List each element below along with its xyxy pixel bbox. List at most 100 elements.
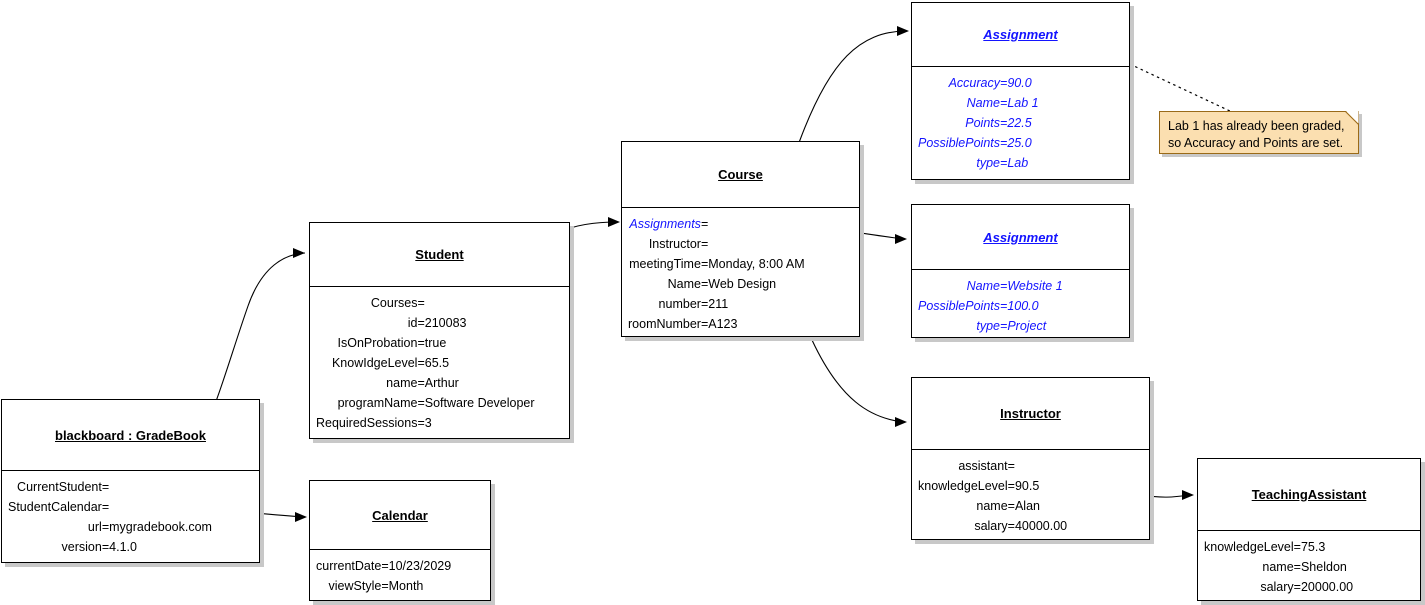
attribute-name: knowledgeLevel bbox=[1204, 540, 1294, 554]
attribute-value: 211 bbox=[708, 297, 729, 311]
attribute-name: Name bbox=[966, 96, 1000, 110]
attribute-equals: = bbox=[1293, 540, 1301, 554]
attribute-row: Points = 22.5 bbox=[918, 113, 1119, 133]
attribute-row: url = mygradebook.com bbox=[8, 517, 249, 537]
attribute-value bbox=[109, 477, 249, 497]
attribute-name: name bbox=[976, 499, 1008, 513]
attribute-equals: = bbox=[1000, 96, 1008, 110]
attribute-equals: = bbox=[417, 296, 425, 310]
attribute-equals: = bbox=[101, 500, 110, 514]
attribute-equals: = bbox=[1293, 580, 1301, 594]
attribute-name: meetingTime bbox=[629, 257, 701, 271]
attribute-row: Instructor = bbox=[628, 234, 849, 254]
attribute-row: version = 4.1.0 bbox=[8, 537, 249, 557]
attribute-table: assistant = knowledgeLevel = 90.5 name =… bbox=[918, 456, 1139, 536]
attribute-value: Project bbox=[1007, 319, 1047, 333]
attribute-equals: = bbox=[1000, 279, 1008, 293]
arrowhead-assignment-website bbox=[895, 234, 907, 244]
attribute-value: 100.0 bbox=[1007, 299, 1039, 313]
attribute-name: version bbox=[61, 540, 102, 554]
attribute-row: viewStyle = Month bbox=[316, 576, 480, 596]
attribute-row: Accuracy = 90.0 bbox=[918, 73, 1119, 93]
attribute-value: A123 bbox=[708, 317, 738, 331]
attribute-row: programName = Software Developer bbox=[316, 393, 559, 413]
attribute-equals: = bbox=[700, 277, 709, 291]
attribute-value: Arthur bbox=[424, 376, 459, 390]
object-student[interactable]: Student Courses = id = 210083 IsOn bbox=[309, 222, 570, 439]
attribute-name: type bbox=[976, 319, 1000, 333]
attribute-equals: = bbox=[417, 336, 425, 350]
attribute-row: KnowIdgeLevel = 65.5 bbox=[316, 353, 559, 373]
object-assignment-website[interactable]: Assignment Name = Website 1 PossiblePoin… bbox=[911, 204, 1130, 338]
object-course[interactable]: Course Assignments = Instructor = bbox=[621, 141, 860, 337]
object-assignment-lab[interactable]: Assignment Accuracy = 90.0 Name = Lab 1 bbox=[911, 2, 1130, 180]
attribute-row: name = Arthur bbox=[316, 373, 559, 393]
attribute-value: true bbox=[424, 336, 447, 350]
attribute-name: PossiblePoints bbox=[918, 136, 1000, 150]
object-gradebook[interactable]: blackboard : GradeBook CurrentStudent = … bbox=[1, 399, 260, 563]
attribute-equals: = bbox=[1000, 156, 1008, 170]
object-instructor[interactable]: Instructor assistant = knowledgeLevel = … bbox=[911, 377, 1150, 540]
arrowhead-student bbox=[293, 248, 305, 258]
attribute-equals: = bbox=[700, 257, 709, 271]
object-gradebook-attributes: CurrentStudent = StudentCalendar = url =… bbox=[2, 471, 259, 563]
attribute-row: knowledgeLevel = 90.5 bbox=[918, 476, 1139, 496]
attribute-row: assistant = bbox=[918, 456, 1139, 476]
arrowhead-teachingassistant bbox=[1182, 490, 1194, 500]
attribute-row: name = Sheldon bbox=[1204, 557, 1410, 577]
object-teaching-assistant-attributes: knowledgeLevel = 75.3 name = Sheldon sal… bbox=[1198, 531, 1420, 603]
attribute-row: number = 211 bbox=[628, 294, 849, 314]
note-lab1-graded[interactable]: Lab 1 has already been graded, so Accura… bbox=[1159, 111, 1359, 154]
attribute-value bbox=[1015, 456, 1139, 476]
attribute-row: PossiblePoints = 100.0 bbox=[918, 296, 1119, 316]
attribute-name: knowledgeLevel bbox=[918, 479, 1008, 493]
attribute-name: id bbox=[407, 316, 418, 330]
attribute-equals: = bbox=[1000, 299, 1008, 313]
attribute-name: viewStyle bbox=[328, 579, 382, 593]
attribute-table: currentDate = 10/23/2029 viewStyle = Mon… bbox=[316, 556, 480, 596]
attribute-equals: = bbox=[1000, 319, 1008, 333]
attribute-row: meetingTime = Monday, 8:00 AM bbox=[628, 254, 849, 274]
attribute-row: name = Alan bbox=[918, 496, 1139, 516]
attribute-equals: = bbox=[1000, 76, 1008, 90]
attribute-value: 20000.00 bbox=[1300, 580, 1354, 594]
object-gradebook-title: blackboard : GradeBook bbox=[55, 427, 206, 443]
attribute-name: Courses bbox=[370, 296, 418, 310]
object-student-attributes: Courses = id = 210083 IsOnProbation = tr… bbox=[310, 287, 569, 439]
attribute-equals: = bbox=[417, 416, 425, 430]
attribute-value bbox=[109, 497, 249, 517]
attribute-row: type = Project bbox=[918, 316, 1119, 336]
object-instructor-header: Instructor bbox=[912, 378, 1149, 450]
attribute-row: CurrentStudent = bbox=[8, 477, 249, 497]
attribute-table: Accuracy = 90.0 Name = Lab 1 Points = 22… bbox=[918, 73, 1119, 173]
attribute-value: 65.5 bbox=[424, 356, 450, 370]
attribute-value: 90.0 bbox=[1007, 76, 1032, 90]
attribute-value: 10/23/2029 bbox=[388, 559, 452, 573]
attribute-row: roomNumber = A123 bbox=[628, 314, 849, 334]
attribute-row: salary = 20000.00 bbox=[1204, 577, 1410, 597]
object-student-header: Student bbox=[310, 223, 569, 287]
attribute-value: Sheldon bbox=[1300, 560, 1347, 574]
attribute-name: salary bbox=[1260, 580, 1294, 594]
attribute-row: RequiredSessions = 3 bbox=[316, 413, 559, 433]
attribute-row: Courses = bbox=[316, 293, 559, 313]
object-calendar-header: Calendar bbox=[310, 481, 490, 550]
attribute-value: 40000.00 bbox=[1014, 519, 1068, 533]
object-course-title: Course bbox=[718, 167, 763, 182]
object-course-attributes: Assignments = Instructor = meetingTime =… bbox=[622, 208, 859, 340]
attribute-row: type = Lab bbox=[918, 153, 1119, 173]
attribute-name: KnowIdgeLevel bbox=[331, 356, 418, 370]
note-fold-icon bbox=[1346, 111, 1359, 124]
attribute-equals: = bbox=[1007, 459, 1015, 473]
arrowhead-calendar bbox=[295, 512, 307, 522]
attribute-equals: = bbox=[1000, 136, 1008, 150]
attribute-value bbox=[425, 293, 559, 313]
object-teaching-assistant[interactable]: TeachingAssistant knowledgeLevel = 75.3 … bbox=[1197, 458, 1421, 601]
object-calendar[interactable]: Calendar currentDate = 10/23/2029 viewSt… bbox=[309, 480, 491, 601]
object-student-title: Student bbox=[415, 247, 464, 262]
attribute-name: assistant bbox=[958, 459, 1008, 473]
arrowhead-assignment-lab bbox=[897, 26, 909, 36]
attribute-row: Name = Website 1 bbox=[918, 276, 1119, 296]
attribute-value: Website 1 bbox=[1007, 279, 1063, 293]
attribute-row: salary = 40000.00 bbox=[918, 516, 1139, 536]
